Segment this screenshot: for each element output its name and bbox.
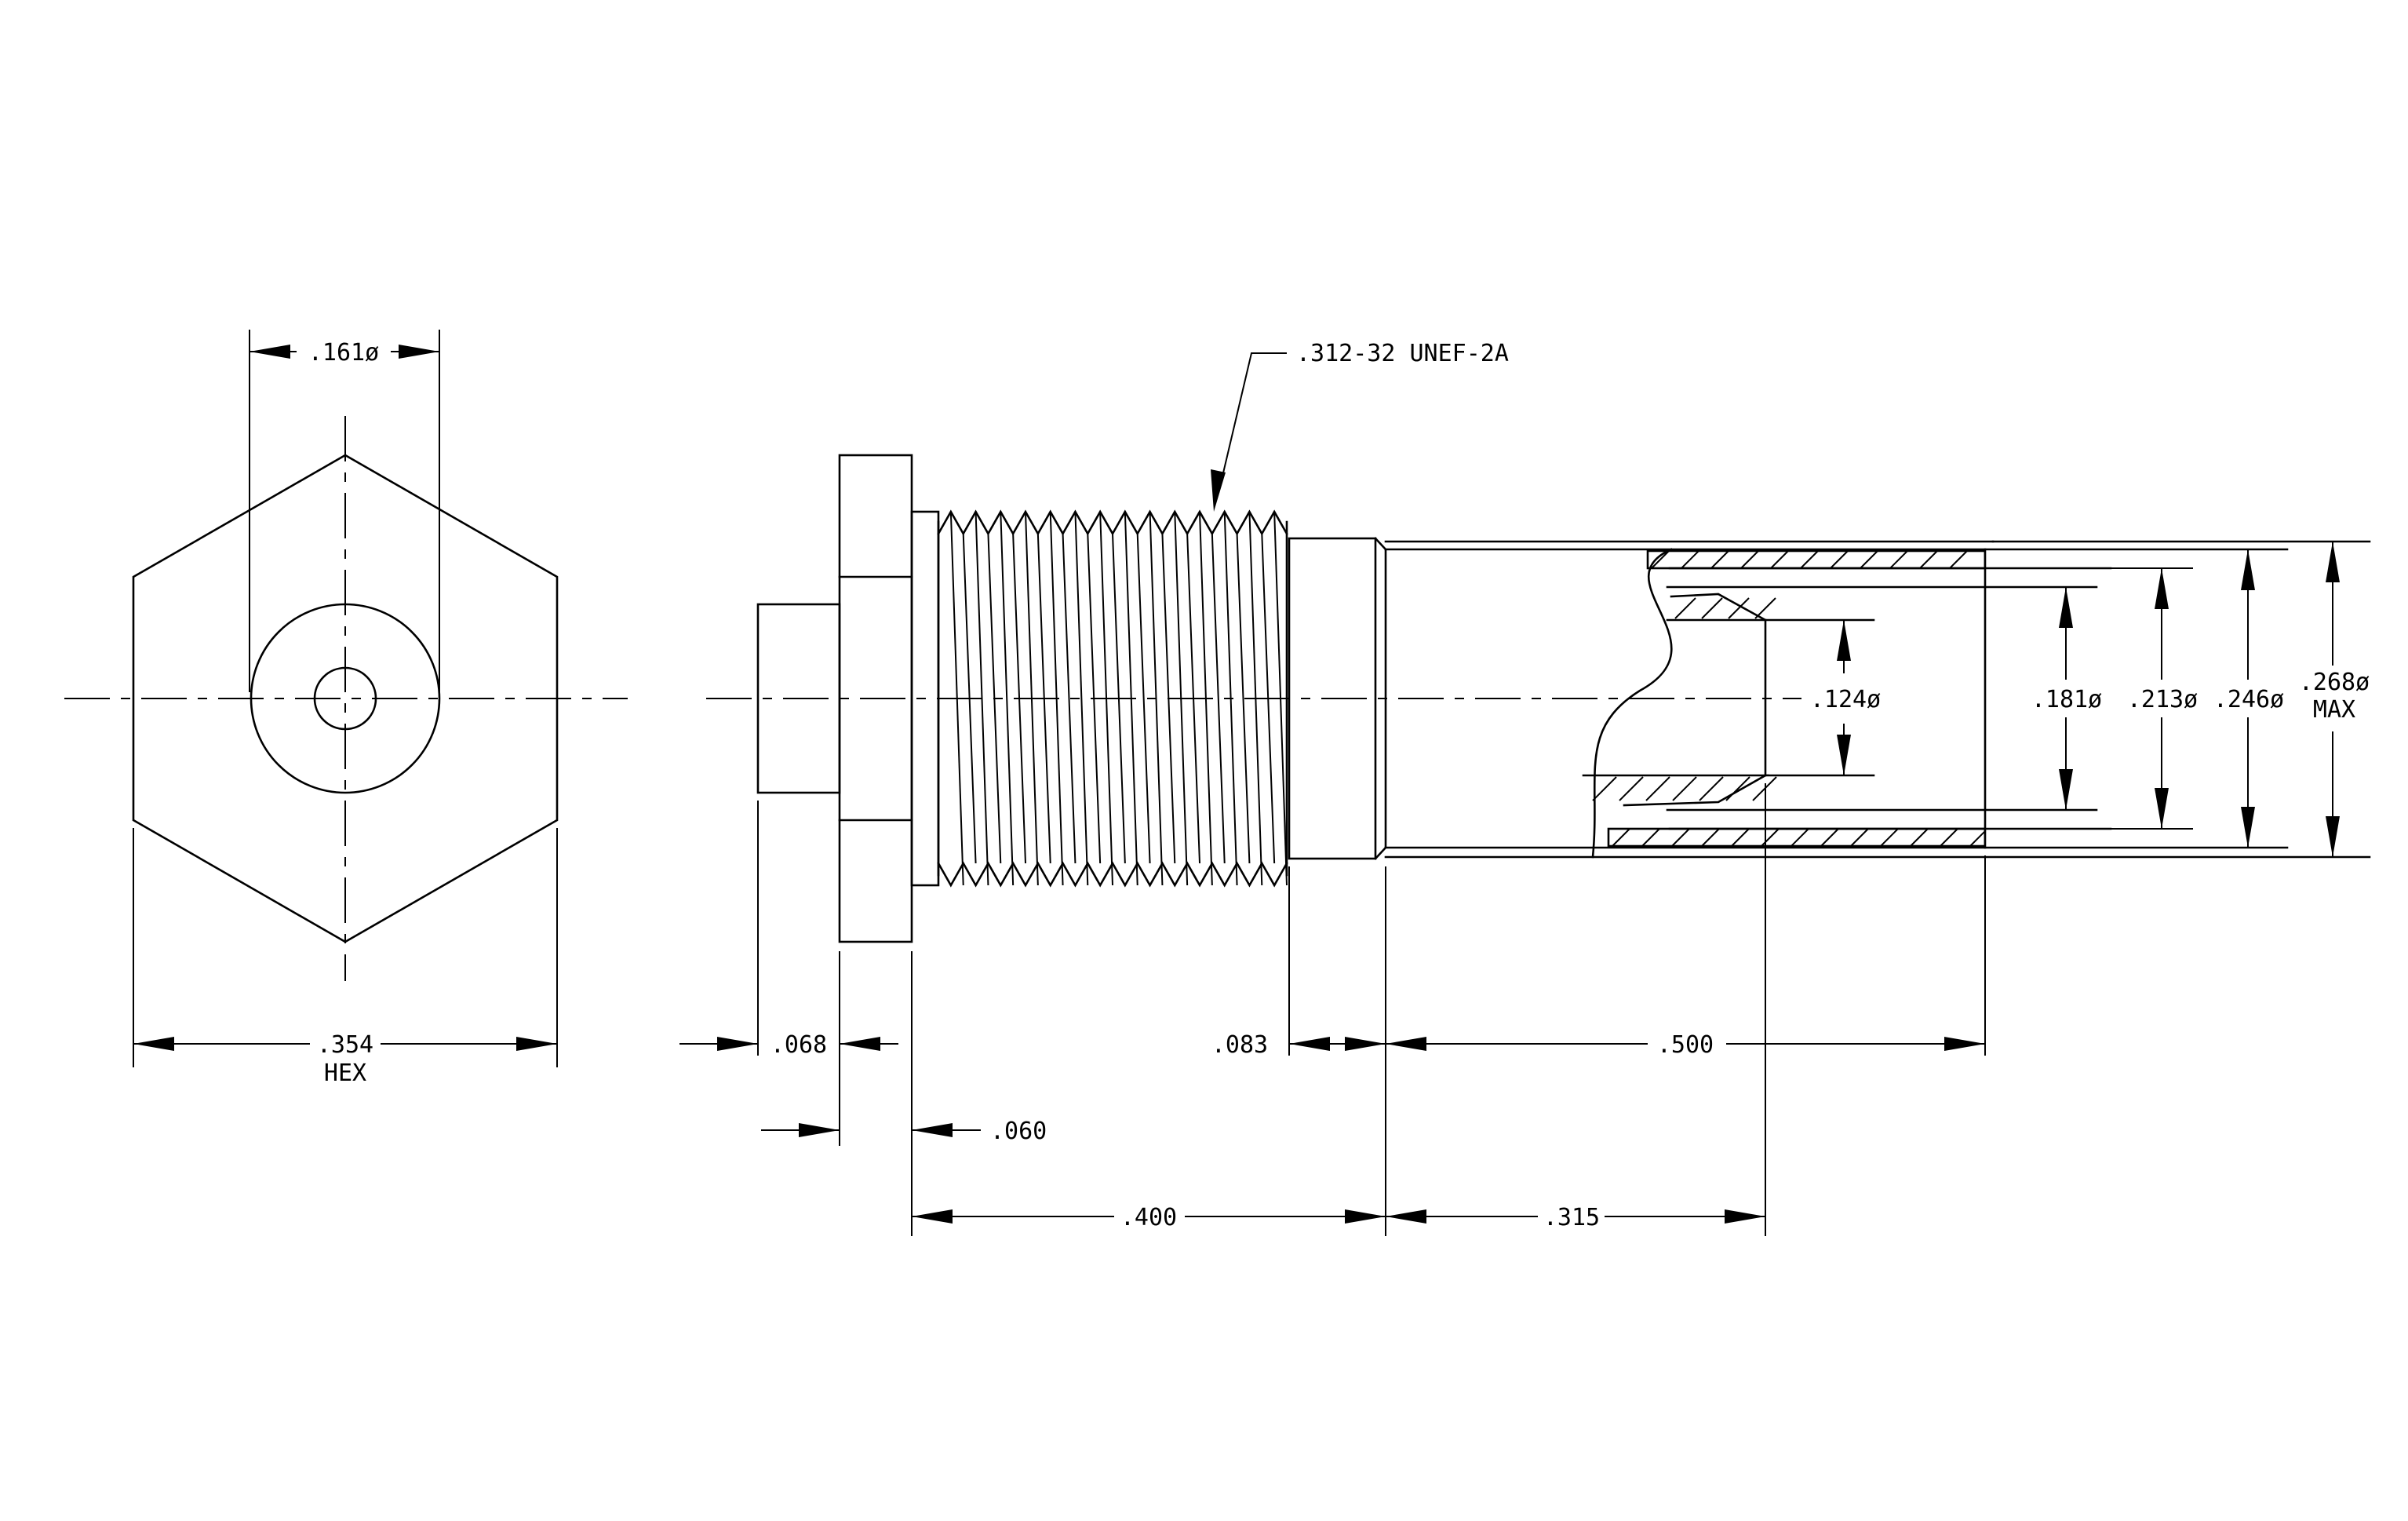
section-hatch-line xyxy=(1800,550,1819,569)
arrowhead xyxy=(1837,620,1851,661)
tube-length-500-label: .500 xyxy=(1657,1031,1714,1059)
arrowhead xyxy=(1345,1209,1386,1224)
arrowhead xyxy=(2241,807,2255,848)
section-hatch-line xyxy=(1612,828,1630,847)
arrowhead xyxy=(912,1209,953,1224)
section-hatch-line xyxy=(1949,550,1968,569)
thread-helix-line xyxy=(1062,533,1076,864)
thread-helix-line xyxy=(1211,533,1226,864)
section-hatch-line xyxy=(1820,828,1839,847)
arrowhead xyxy=(1345,1037,1386,1051)
bore-depth-315-label: .315 xyxy=(1543,1204,1600,1231)
neck-length-083-label: .083 xyxy=(1211,1031,1268,1059)
section-hatch-line xyxy=(1940,828,1958,847)
hex-width-label: .354 xyxy=(317,1031,373,1059)
section-hatch-line xyxy=(1791,828,1809,847)
thread-crest-profile-top xyxy=(937,509,1288,536)
thread-length-400-label: .400 xyxy=(1120,1204,1177,1231)
section-hatch-line xyxy=(1672,776,1697,801)
arrowhead xyxy=(1944,1037,1985,1051)
thread-leader-arrowhead xyxy=(1211,469,1226,512)
section-hatch-line xyxy=(1645,776,1670,801)
arrowhead xyxy=(516,1037,557,1051)
hole-diameter-label: .161ø xyxy=(308,339,379,367)
section-hatch-line xyxy=(1770,550,1789,569)
arrowhead xyxy=(2326,816,2340,857)
section-hatch-line xyxy=(1641,828,1660,847)
thread-leader-line xyxy=(1218,352,1287,494)
arrowhead xyxy=(2155,788,2169,829)
arrowhead xyxy=(799,1123,840,1137)
arrowhead xyxy=(1386,1209,1426,1224)
section-hatch-line xyxy=(1699,776,1724,801)
section-hatch-line xyxy=(1619,776,1644,801)
arrowhead xyxy=(840,1037,880,1051)
arrowhead xyxy=(1386,1037,1426,1051)
section-hatch-line xyxy=(1731,828,1750,847)
break-line xyxy=(1591,548,1673,859)
thread-spec-label: .312-32 UNEF-2A xyxy=(1296,340,1509,367)
bore-diameter-124-label: .124ø xyxy=(1810,686,1881,713)
section-hatch-line xyxy=(1740,550,1759,569)
arrowhead xyxy=(912,1123,953,1137)
arrowhead xyxy=(133,1037,174,1051)
diameter-246-label: .246ø xyxy=(2213,686,2284,713)
section-hatch-line xyxy=(1674,597,1696,619)
arrowhead xyxy=(2059,587,2073,628)
arrowhead xyxy=(717,1037,758,1051)
arrowhead xyxy=(1725,1209,1765,1224)
arrowhead xyxy=(1289,1037,1330,1051)
section-hatch-line xyxy=(1701,597,1723,619)
section-hatch-line xyxy=(1761,828,1780,847)
side-view: .068 .060 .083 .500 .400 .315 xyxy=(679,340,2371,1236)
section-hatch-line xyxy=(1651,550,1670,569)
section-hatch-line xyxy=(1725,776,1750,801)
arrowhead xyxy=(399,345,439,359)
thread-helix-line xyxy=(1000,511,1015,886)
arrowhead xyxy=(2155,568,2169,609)
section-hatch-line xyxy=(1860,550,1878,569)
arrowhead xyxy=(2241,549,2255,590)
section-hatch-line xyxy=(1889,550,1908,569)
section-hatch-line xyxy=(1710,550,1729,569)
section-hatch-line xyxy=(1681,550,1699,569)
section-hatch-line xyxy=(1850,828,1869,847)
section-hatch-line xyxy=(1592,776,1617,801)
arrowhead xyxy=(2326,542,2340,582)
thread-helix-line xyxy=(1136,533,1151,864)
max-diameter-268-label: .268ø xyxy=(2299,669,2370,696)
arrowhead xyxy=(1837,735,1851,775)
section-hatch-line xyxy=(1701,828,1720,847)
flange-width-060-label: .060 xyxy=(990,1118,1047,1145)
section-hatch-line xyxy=(1910,828,1929,847)
end-view: .161ø .354 HEX xyxy=(64,330,628,1087)
thread-helix-line xyxy=(1074,511,1089,886)
hex-label: HEX xyxy=(324,1060,366,1087)
section-hatch-line xyxy=(1830,550,1849,569)
section-hatch-line xyxy=(1754,597,1776,619)
arrowhead xyxy=(250,345,290,359)
section-hatch-line xyxy=(1671,828,1690,847)
flange-offset-068-label: .068 xyxy=(770,1031,827,1059)
section-hatch-line xyxy=(1919,550,1938,569)
max-label: MAX xyxy=(2313,696,2355,724)
diameter-213-label: .213ø xyxy=(2127,686,2198,713)
thread-helix-line xyxy=(1236,533,1251,864)
section-hatch-line xyxy=(1728,597,1750,619)
section-hatch-line xyxy=(1880,828,1899,847)
arrowhead xyxy=(2059,769,2073,810)
diameter-181-label: .181ø xyxy=(2031,686,2102,713)
